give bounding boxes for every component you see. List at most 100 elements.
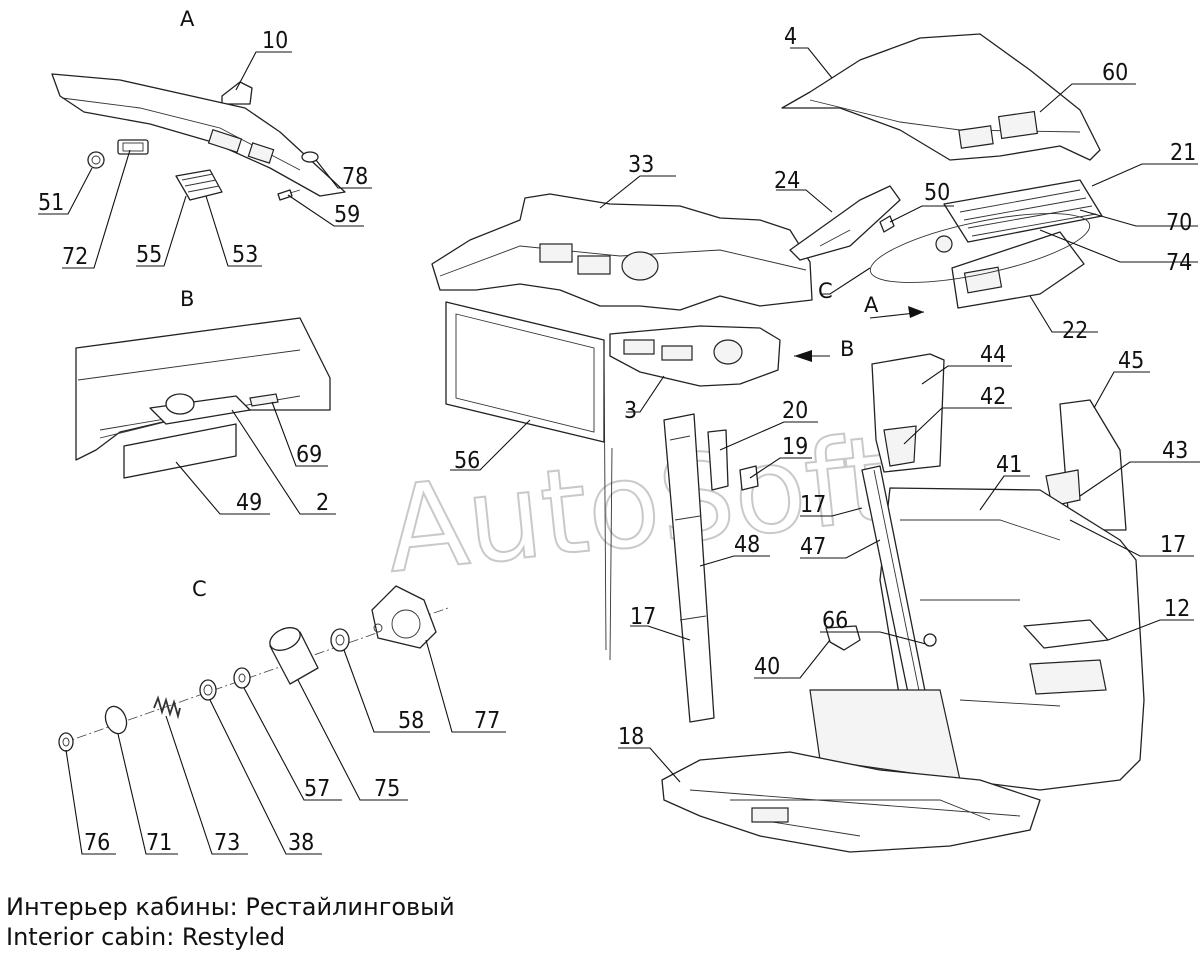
callout-22: 22 [1062,318,1088,344]
callout-45: 45 [1118,348,1144,374]
console-22-switch [963,266,1003,294]
part-18-floor-mat [661,751,1041,853]
callout-17b: 17 [800,492,826,518]
exploded-parts-diagram: AutoSoft A 10 78 59 51 72 [38,7,1200,856]
view-a-label: A [180,7,195,31]
console-opening-2 [247,142,275,164]
callout-33: 33 [628,152,654,178]
view-arrow-a [908,306,924,318]
part-72-switch [117,139,149,155]
shelf-opening-2 [661,345,693,361]
callout-48: 48 [734,532,760,558]
view-c-group: C 58 77 57 75 76 [58,577,506,856]
headliner-opening-3 [621,251,659,281]
part-59-screw [277,189,293,201]
part-71-cap [104,705,128,735]
part-77-plate [371,585,437,649]
part-20-clip [707,429,729,491]
callout-17c: 17 [1160,532,1186,558]
part-50-spring [879,215,895,233]
view-c-label: C [192,577,207,601]
callout-56: 56 [454,448,480,474]
callout-49: 49 [236,490,262,516]
part-73-spring [153,695,181,720]
callout-18: 18 [618,724,644,750]
part-33-headliner [431,193,813,311]
part-2-lamp [149,395,251,425]
part-4-roof-console [781,33,1101,161]
center-assembly: 33 3 56 20 19 48 17 B [431,152,854,723]
callout-42: 42 [980,384,1006,410]
switch-knob-c [935,235,953,253]
shelf-speaker [713,339,743,365]
callout-59: 59 [334,202,360,228]
view-a-group: A 10 78 59 51 72 55 53 [38,7,372,270]
view-arrow-b [794,350,812,362]
callout-3: 3 [624,398,637,424]
part-22-console [951,231,1085,309]
roof-console-assembly: 4 60 21 24 50 70 74 22 C A [774,24,1198,344]
callout-40: 40 [754,654,780,680]
callout-51: 51 [38,190,64,216]
callout-60: 60 [1102,60,1128,86]
view-b-label: B [180,287,194,311]
part-51-knob [87,151,105,169]
callout-77: 77 [474,708,500,734]
part-49-lens [123,423,237,479]
callout-19: 19 [782,434,808,460]
callout-71: 71 [146,830,172,856]
part-48-pillar [663,413,715,723]
callout-58: 58 [398,708,424,734]
callout-73: 73 [214,830,240,856]
console-opening-1 [207,128,243,154]
callout-24: 24 [774,168,800,194]
callout-55: 55 [136,242,162,268]
detail-c-label: C [818,279,833,303]
headliner-opening-1 [539,243,573,263]
roof-opening [958,125,994,149]
part-76-ring [58,732,74,752]
callout-70: 70 [1166,210,1192,236]
part-55-vent [175,169,223,201]
part-38-nut [199,679,217,701]
view-b-group: B 69 49 2 [75,287,336,516]
callout-57: 57 [304,776,330,802]
box-recess [1029,659,1107,695]
callout-21: 21 [1170,140,1196,166]
view-arrow-b-label: B [840,337,854,361]
callout-50: 50 [924,180,950,206]
view-arrow-a-label: A [864,293,879,317]
part-24-cover [789,185,901,261]
part-10-bracket [221,81,253,105]
floor-mat-cutout [751,807,789,823]
callout-38: 38 [288,830,314,856]
callout-76: 76 [84,830,110,856]
shelf-opening-1 [623,339,655,355]
callout-2: 2 [316,490,329,516]
callout-4: 4 [784,24,797,50]
callout-44: 44 [980,342,1006,368]
callout-41: 41 [996,452,1022,478]
callout-74: 74 [1166,250,1192,276]
caption-english: Interior cabin: Restyled [6,923,286,951]
caption-russian: Интерьер кабины: Рестайлинговый [6,893,455,921]
callout-66: 66 [822,608,848,634]
part-19-clip [739,465,759,491]
callout-17a: 17 [630,604,656,630]
part-42-insert [883,425,917,467]
callout-53: 53 [232,242,258,268]
lamp-bulb [165,393,195,415]
headliner-opening-2 [577,255,611,275]
callout-10: 10 [262,28,288,54]
callout-47: 47 [800,534,826,560]
detail-c-ellipse [869,213,1091,283]
callout-20: 20 [782,398,808,424]
cabin-wall-assembly: 44 42 45 43 41 17 47 17 12 66 40 18 [618,342,1200,853]
callout-12: 12 [1164,596,1190,622]
part-56-sunblind [445,301,605,443]
part-3-shelf [609,325,781,387]
part-60-panel [997,110,1039,140]
part-69-clip [249,393,279,407]
callout-43: 43 [1162,438,1188,464]
callout-75: 75 [374,776,400,802]
